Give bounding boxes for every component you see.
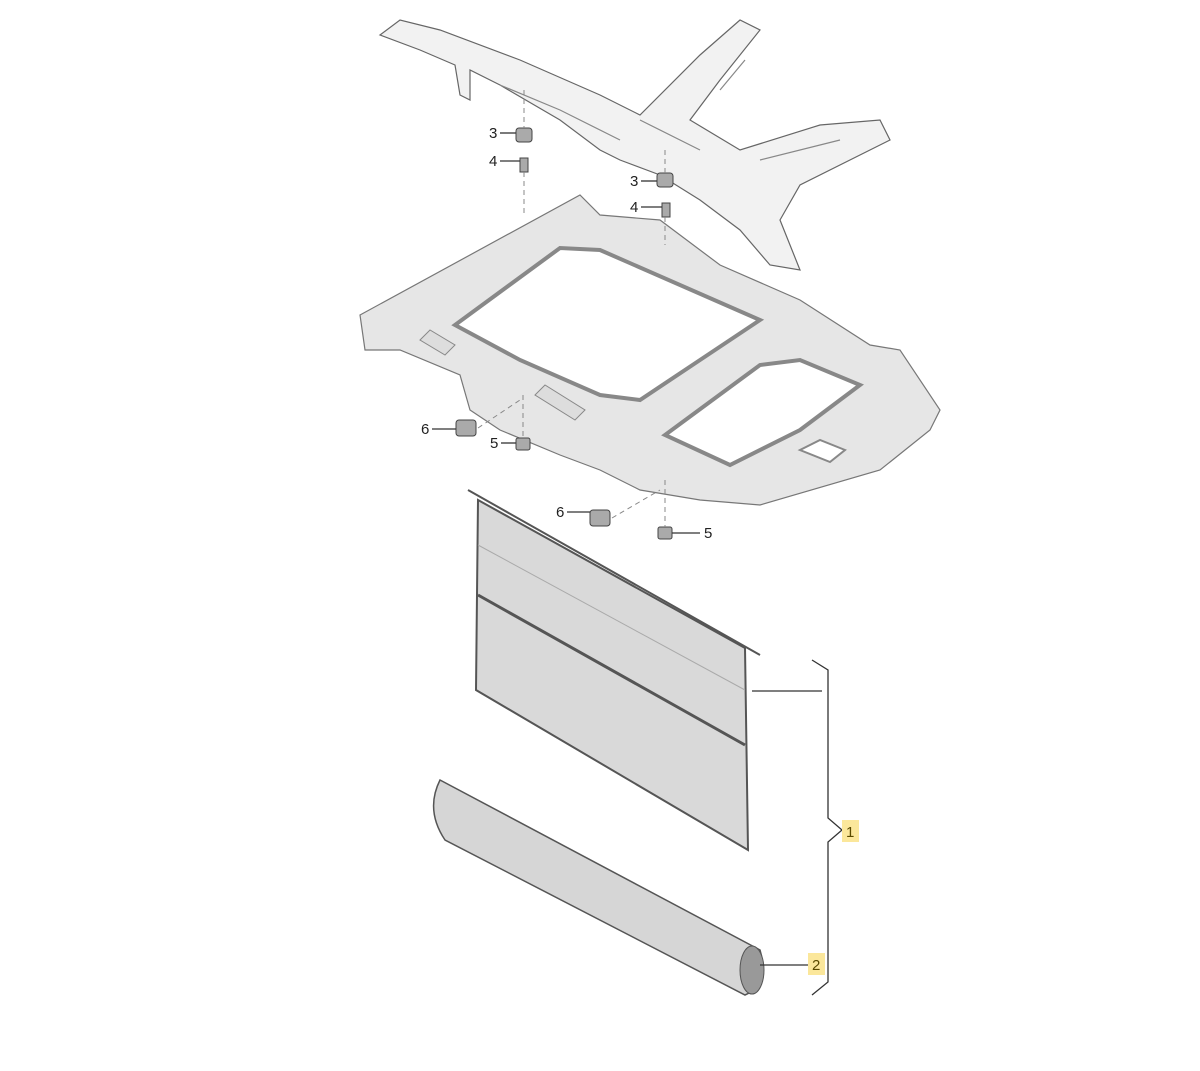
cargo-cover-panel: [467, 489, 761, 852]
svg-text:1: 1: [846, 824, 854, 841]
svg-text:6: 6: [556, 504, 564, 521]
callout-4a[interactable]: 4: [489, 153, 520, 170]
svg-text:5: 5: [490, 435, 498, 452]
assembly-bracket: [752, 659, 843, 996]
svg-text:5: 5: [704, 525, 712, 542]
callout-5a[interactable]: 5: [490, 435, 516, 452]
svg-text:6: 6: [421, 421, 429, 438]
roof-frame: [378, 19, 891, 271]
svg-text:3: 3: [489, 125, 497, 142]
svg-text:3: 3: [630, 173, 638, 190]
svg-text:4: 4: [489, 153, 497, 170]
callout-2[interactable]: 2: [808, 953, 825, 975]
callout-4b[interactable]: 4: [630, 199, 662, 216]
callout-5b[interactable]: 5: [672, 525, 712, 542]
small-parts: [455, 127, 674, 540]
svg-text:2: 2: [812, 957, 820, 974]
svg-text:4: 4: [630, 199, 638, 216]
headliner: [359, 194, 941, 506]
callout-3a[interactable]: 3: [489, 125, 516, 142]
callout-6b[interactable]: 6: [556, 504, 590, 521]
callout-1[interactable]: 1: [842, 820, 859, 842]
callout-3b[interactable]: 3: [630, 173, 657, 190]
callout-6a[interactable]: 6: [421, 421, 456, 438]
guide-lines: [477, 90, 666, 527]
